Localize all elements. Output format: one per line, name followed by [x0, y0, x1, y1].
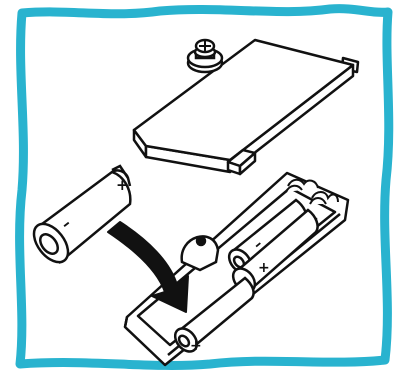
battery-cover — [134, 40, 358, 174]
loose-battery — [27, 166, 130, 268]
screw-icon — [188, 40, 222, 72]
cell2-plus: + — [258, 260, 270, 276]
latch-clip — [182, 236, 218, 270]
cell3-plus: + — [190, 338, 202, 354]
loose-battery-plus: + — [116, 176, 129, 194]
